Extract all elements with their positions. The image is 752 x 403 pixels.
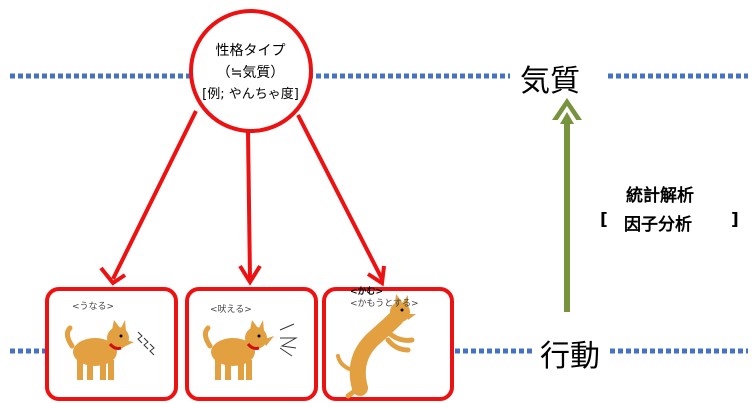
personality-type-subtitle: （≒気質） [216,65,285,81]
card-bite-caption-bold: <かむ> [350,287,384,297]
statistical-analysis-label: 統計解析 [626,186,694,206]
dog-growling-icon [64,320,134,380]
dog-barking-icon [202,320,298,380]
card-bite-caption: <かもうとする> [350,299,419,309]
green-up-arrow [552,98,582,312]
sound-lines-icon [137,331,155,356]
dog-jumping-icon [336,294,416,399]
behavior-label: 行動 [540,339,600,374]
factor-analysis-open-bracket: [ [600,210,608,230]
factor-analysis-close-bracket: ] [731,210,739,230]
personality-type-circle [189,9,313,133]
card-growl-caption: <うなる> [72,302,115,312]
personality-circle-label: 性格タイプ （≒気質） [例; やんちゃ度] [183,40,318,106]
temperament-label: 気質 [520,64,580,99]
arrow-to-card-3 [296,114,384,280]
red-arrows [99,110,386,287]
arrow-to-card-2 [246,130,252,280]
personality-type-example: [例; やんちゃ度] [202,87,299,102]
personality-type-title: 性格タイプ [215,43,286,59]
card-bark-caption: <吠える> [210,305,252,315]
factor-analysis-label: 因子分析 [624,215,692,235]
arrow-to-card-1 [111,110,198,280]
